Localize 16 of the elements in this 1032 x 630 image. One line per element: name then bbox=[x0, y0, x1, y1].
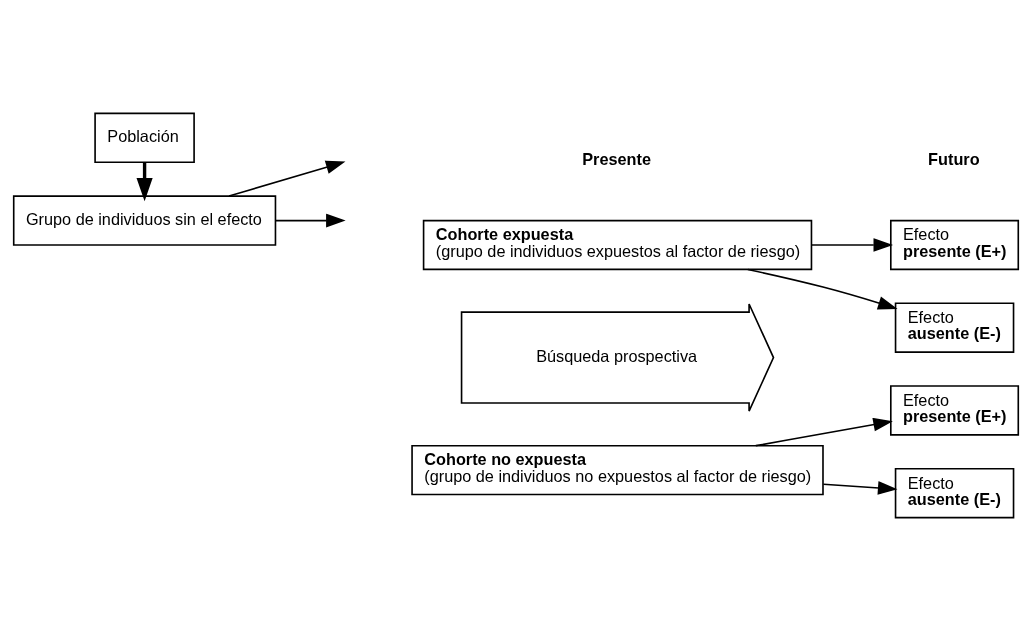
arrow bbox=[228, 160, 346, 197]
arrow bbox=[747, 268, 898, 310]
node-box: Efecto ausente (E-) bbox=[894, 467, 1015, 518]
node-box: Grupo de individuos sin el efecto bbox=[12, 194, 277, 246]
node-box: Cohorte expuesta (grupo de individuos expuestos al factor de riesgo) bbox=[422, 219, 813, 270]
node-box: Efecto ausente (E-) bbox=[894, 301, 1015, 353]
arrow bbox=[755, 417, 893, 446]
arrow bbox=[822, 480, 898, 495]
node-box: Cohorte no expuesta (grupo de individuos no expuestos al factor de riesgo) bbox=[411, 444, 824, 495]
node-box: Efecto presente (E+) bbox=[890, 219, 1020, 270]
label: Futuro bbox=[928, 149, 980, 168]
arrow bbox=[811, 237, 894, 252]
node-box: Efecto presente (E+) bbox=[890, 384, 1020, 436]
label: Presente bbox=[582, 149, 651, 168]
node-box: Población bbox=[94, 112, 195, 163]
arrow bbox=[275, 213, 346, 227]
